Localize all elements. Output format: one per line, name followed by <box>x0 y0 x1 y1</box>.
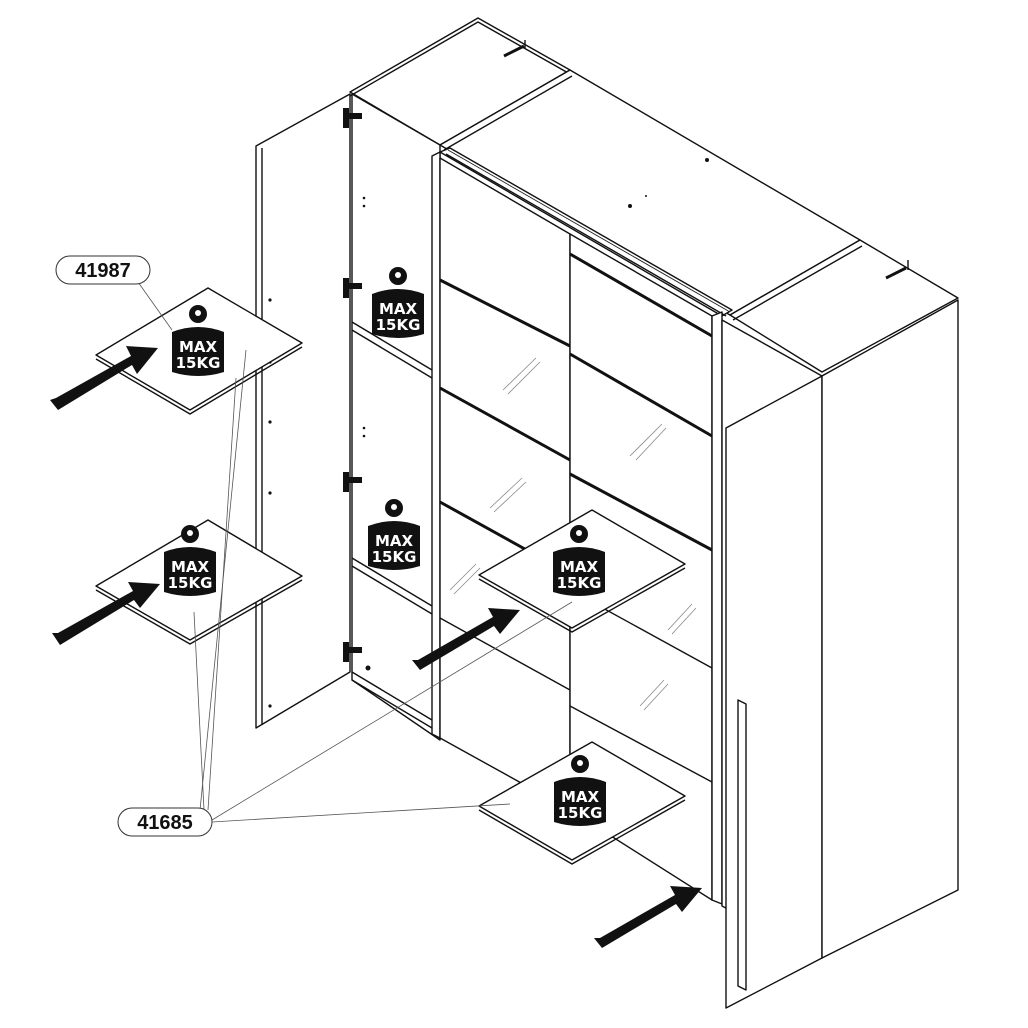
svg-text:15KG: 15KG <box>558 804 603 822</box>
wardrobe-top <box>439 40 959 377</box>
svg-text:MAX: MAX <box>375 532 414 550</box>
svg-text:41987: 41987 <box>75 260 131 282</box>
hinge-icon <box>343 642 362 662</box>
weight-limit-icon: MAX 15KG <box>553 525 605 596</box>
sliding-door-left <box>439 157 571 811</box>
wall-bracket-icon <box>503 40 526 58</box>
door-handle <box>737 699 747 991</box>
part-label-41685: 41685 <box>117 807 213 837</box>
svg-text:15KG: 15KG <box>557 574 602 592</box>
part-label-41987: 41987 <box>55 255 151 285</box>
right-cabinet <box>721 299 959 1009</box>
hinge-icon <box>343 278 362 298</box>
svg-text:MAX: MAX <box>379 300 418 318</box>
insert-arrow-icon <box>52 582 160 645</box>
hinge-icon <box>343 472 362 492</box>
svg-text:41685: 41685 <box>137 812 193 834</box>
svg-text:15KG: 15KG <box>376 316 421 334</box>
svg-text:15KG: 15KG <box>372 548 417 566</box>
leader-lines <box>137 281 573 823</box>
insert-arrow-icon <box>50 346 158 410</box>
weight-limit-icon: MAX 15KG <box>554 755 606 826</box>
svg-text:MAX: MAX <box>561 788 600 806</box>
left-cabinet-interior <box>351 93 441 741</box>
svg-text:15KG: 15KG <box>168 574 213 592</box>
left-open-door <box>255 93 351 729</box>
weight-limit-icon: MAX 15KG <box>372 267 424 338</box>
wall-bracket-icon <box>885 260 909 280</box>
svg-text:15KG: 15KG <box>176 354 221 372</box>
right-top-panel <box>729 239 959 373</box>
weight-limit-icon: MAX 15KG <box>172 305 224 376</box>
insert-arrow-icon <box>412 608 520 670</box>
svg-text:MAX: MAX <box>171 558 210 576</box>
svg-text:MAX: MAX <box>560 558 599 576</box>
door-right-frame <box>711 311 723 905</box>
right-cabinet-side <box>821 299 959 959</box>
weight-limit-icon: MAX 15KG <box>164 525 216 596</box>
hinge-icon <box>343 108 362 128</box>
weight-limit-icon: MAX 15KG <box>368 499 420 570</box>
sliding-rail <box>439 147 733 317</box>
svg-text:MAX: MAX <box>179 338 218 356</box>
insert-arrow-icon <box>594 886 702 948</box>
